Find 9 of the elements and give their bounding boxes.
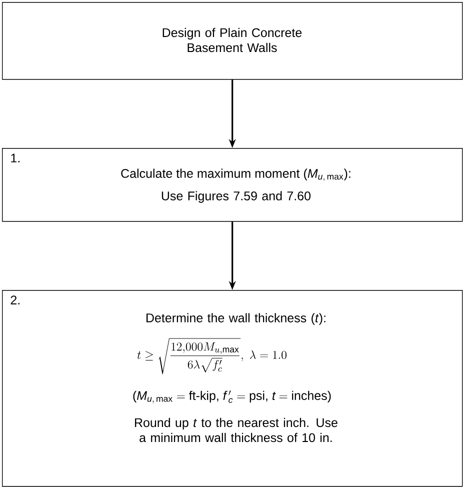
step-text: Design of Plain Concrete Basement Walls xyxy=(162,28,302,52)
step-number: 1. xyxy=(11,154,20,162)
step-text: Use Figures 7.59 and 7.60 xyxy=(162,191,311,203)
step-text: Round up t to the nearest inch. Use a minimum wall thickness of 10 in. xyxy=(135,418,338,442)
formula: $t \geq \sqrt{\frac{12{,}000 M_{u,\mathrm{max}}}{6\lambda \sqrt{f'_c}}},\ \lambda = 1.0$ xyxy=(137,338,286,374)
step-number: 2. xyxy=(10,296,20,304)
step-text: $\text{Calculate the maximum moment (}\textit{M}_{\textit{u},\,\text{max}}\text{):}$ xyxy=(121,168,350,182)
step-text: $\text{(}\textit{M}_{\textit{u},\,\text{max}} = \text{ft-kip, }\textit{f}\,'_{\textit{c}} = \text{psi, }\textit{t} = \text{inches)}$ xyxy=(133,390,331,404)
step-text: Determine the wall thickness (t): xyxy=(146,313,326,325)
